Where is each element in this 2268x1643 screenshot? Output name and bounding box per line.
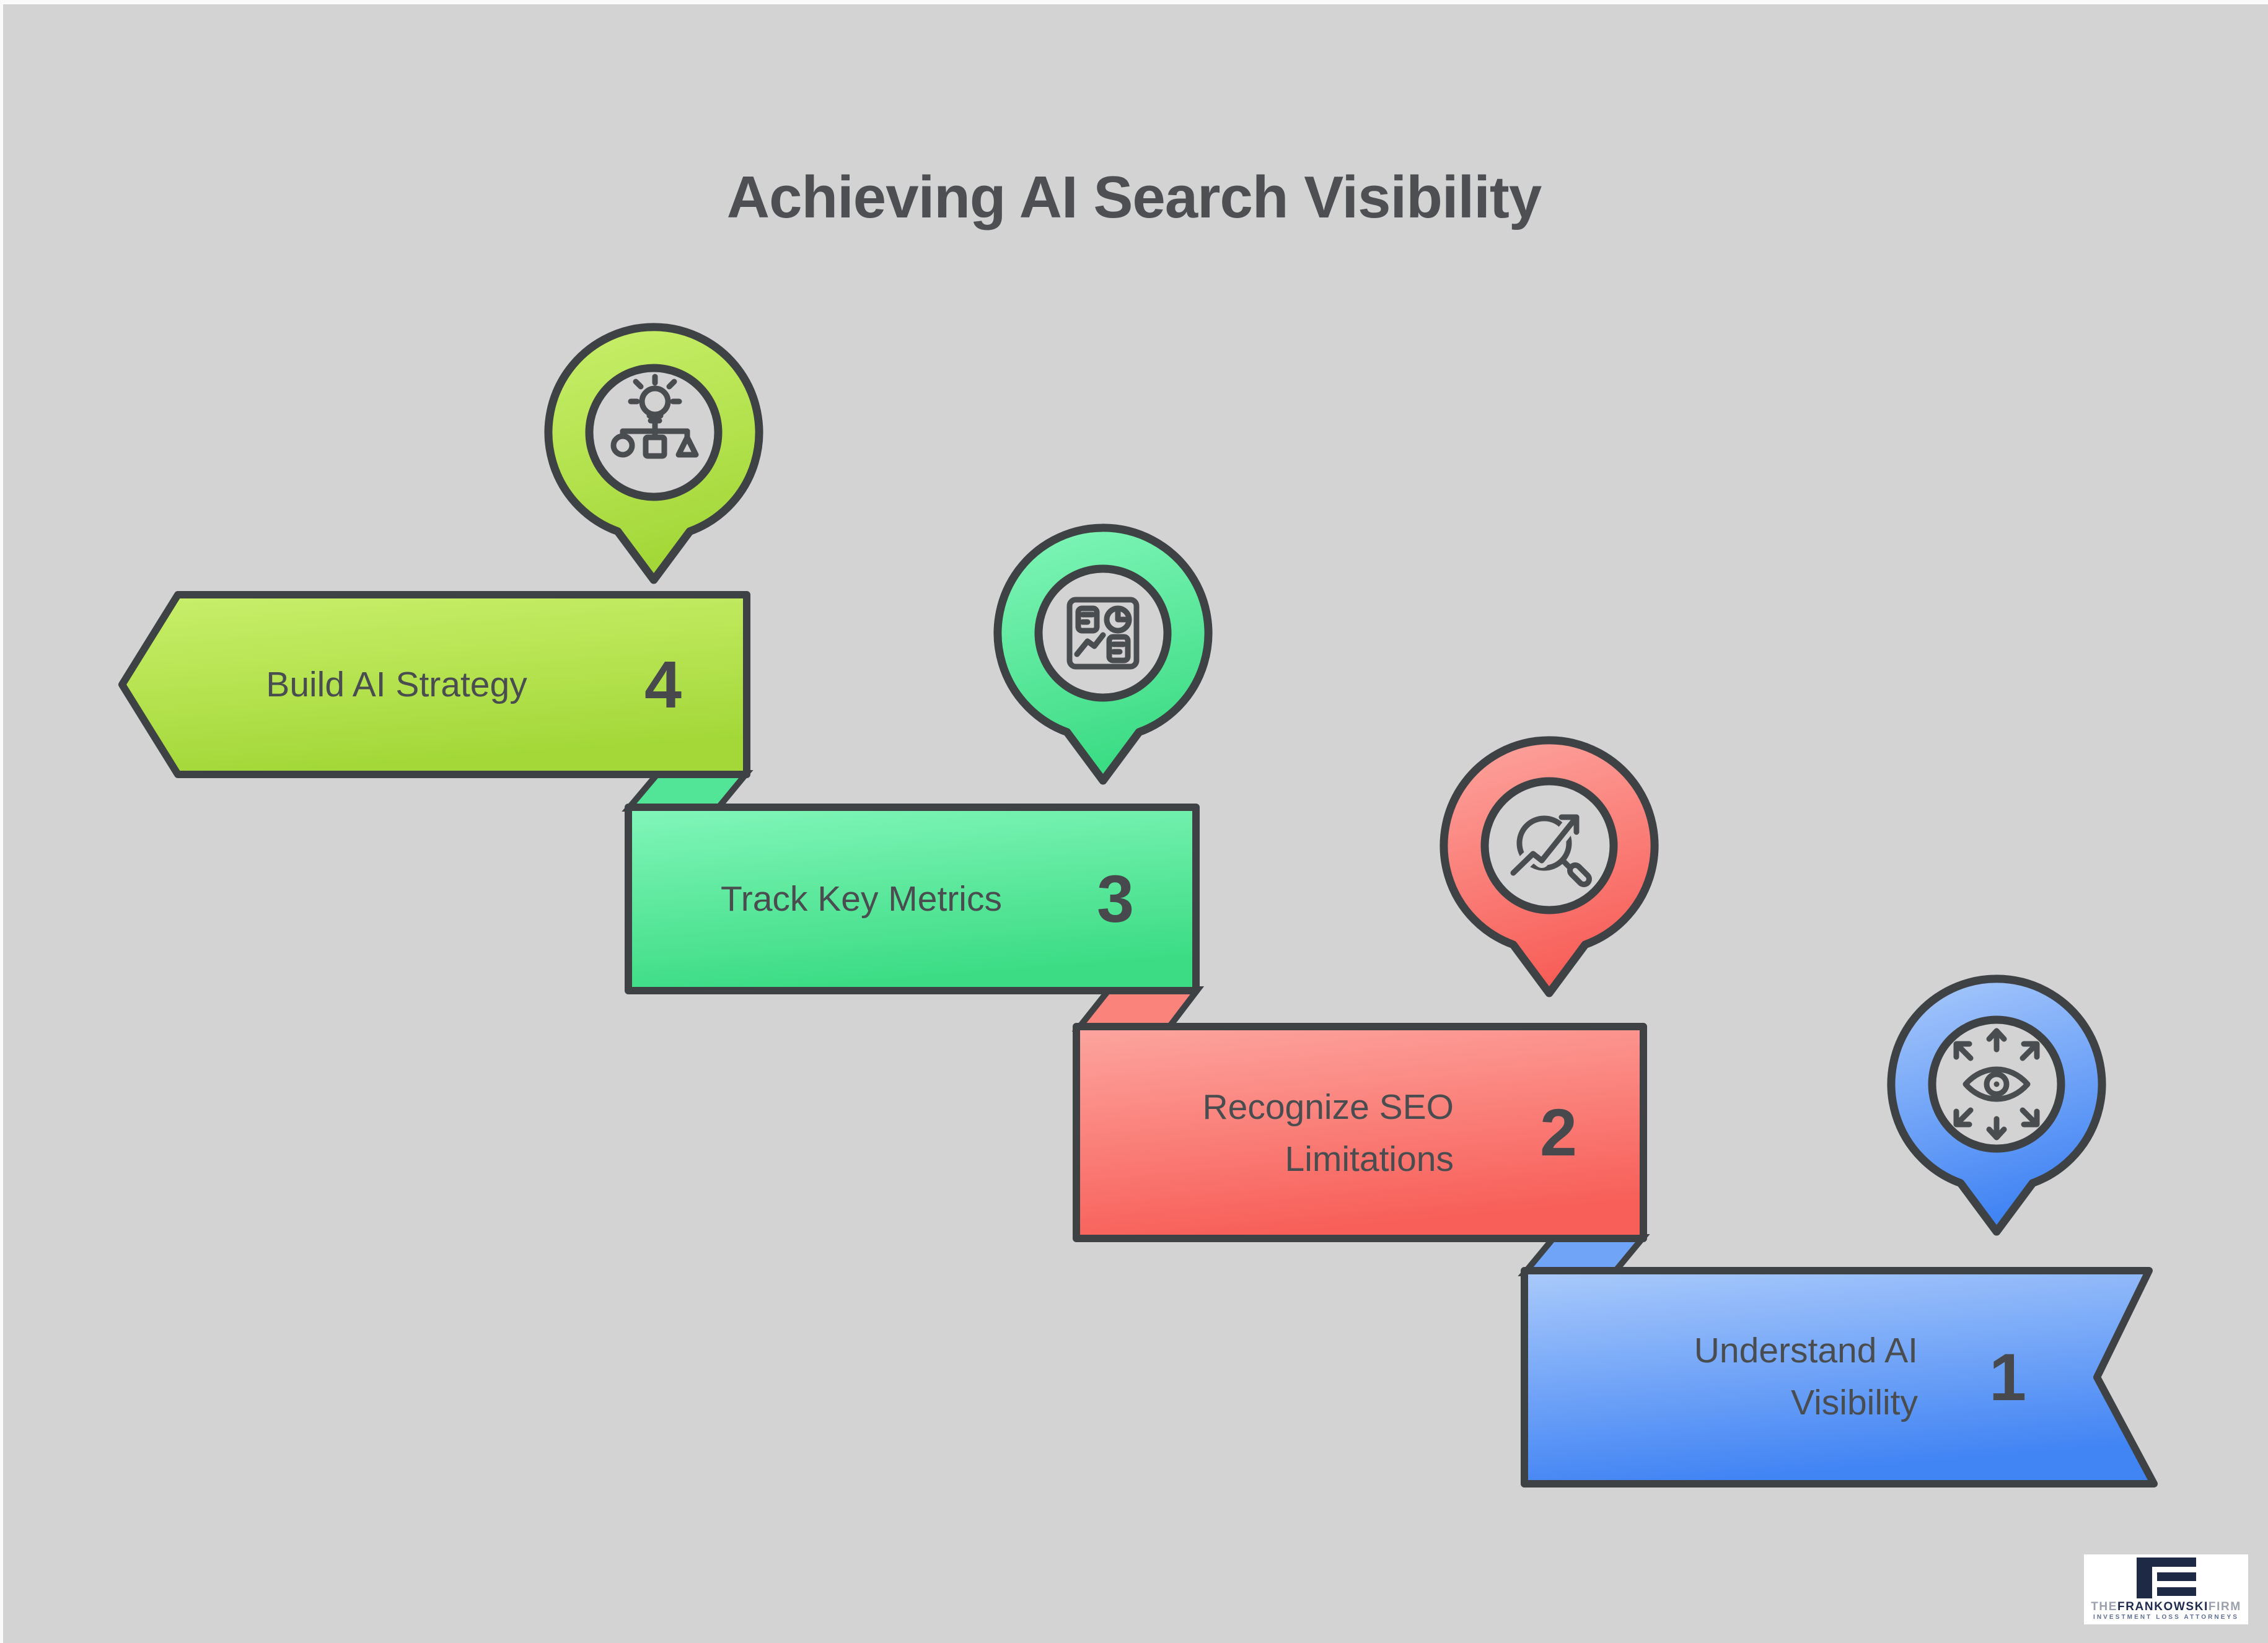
step-2-label-line: Recognize SEO: [1202, 1087, 1454, 1127]
top-edge-strip: [0, 0, 2268, 4]
step-4-pin: [544, 323, 763, 584]
firm-logo: THEFRANKOWSKIFIRM INVESTMENT LOSS ATTORN…: [2084, 1554, 2248, 1624]
step-2-label: Recognize SEO Limitations: [1020, 1081, 1454, 1185]
firm-logo-monogram-icon: [2136, 1558, 2196, 1598]
step-4-label-line: Build AI Strategy: [266, 665, 527, 704]
step-3-label: Track Key Metrics: [644, 873, 1078, 925]
step-1-label: Understand AI Visibility: [1484, 1325, 1918, 1429]
step-3-label-line: Track Key Metrics: [721, 879, 1002, 919]
step-1-pin: [1887, 975, 2106, 1236]
firm-name-the: THE: [2091, 1600, 2118, 1613]
step-4-number: 4: [644, 647, 682, 722]
step-1-label-line: Understand AI: [1694, 1331, 1918, 1370]
firm-name-firm: FIRM: [2208, 1600, 2241, 1613]
step-3-pin: [993, 524, 1213, 785]
strategy-idea-flowchart-icon: [610, 374, 699, 459]
step-2-ribbon: [1073, 1023, 1647, 1242]
visibility-eye-arrows-icon: [1953, 1028, 2040, 1141]
step-4-ribbon: [118, 591, 750, 778]
step-2-number: 2: [1539, 1095, 1578, 1170]
seo-analysis-magnifier-icon: [1506, 812, 1592, 887]
step-1-label-line: Visibility: [1791, 1383, 1918, 1422]
firm-tagline: INVESTMENT LOSS ATTORNEYS: [2093, 1614, 2239, 1621]
step-2-pin: [1439, 736, 1659, 997]
firm-name-main: FRANKOWSKI: [2117, 1600, 2209, 1613]
metrics-dashboard-icon: [1066, 597, 1140, 670]
step-2-label-line: Limitations: [1285, 1139, 1454, 1179]
fold-step3-to-step2: [1071, 986, 1205, 1032]
step-1-ribbon: [1521, 1267, 2158, 1487]
fold-step4-to-step3: [622, 770, 754, 812]
step-3-ribbon: [625, 804, 1200, 994]
left-edge-strip: [0, 0, 3, 1643]
step-1-number: 1: [1989, 1339, 2027, 1414]
step-3-number: 3: [1096, 861, 1135, 936]
step-4-label: Build AI Strategy: [186, 659, 607, 711]
firm-name: THEFRANKOWSKIFIRM: [2091, 1601, 2241, 1613]
page-title: Achieving AI Search Visibility: [726, 164, 1542, 231]
